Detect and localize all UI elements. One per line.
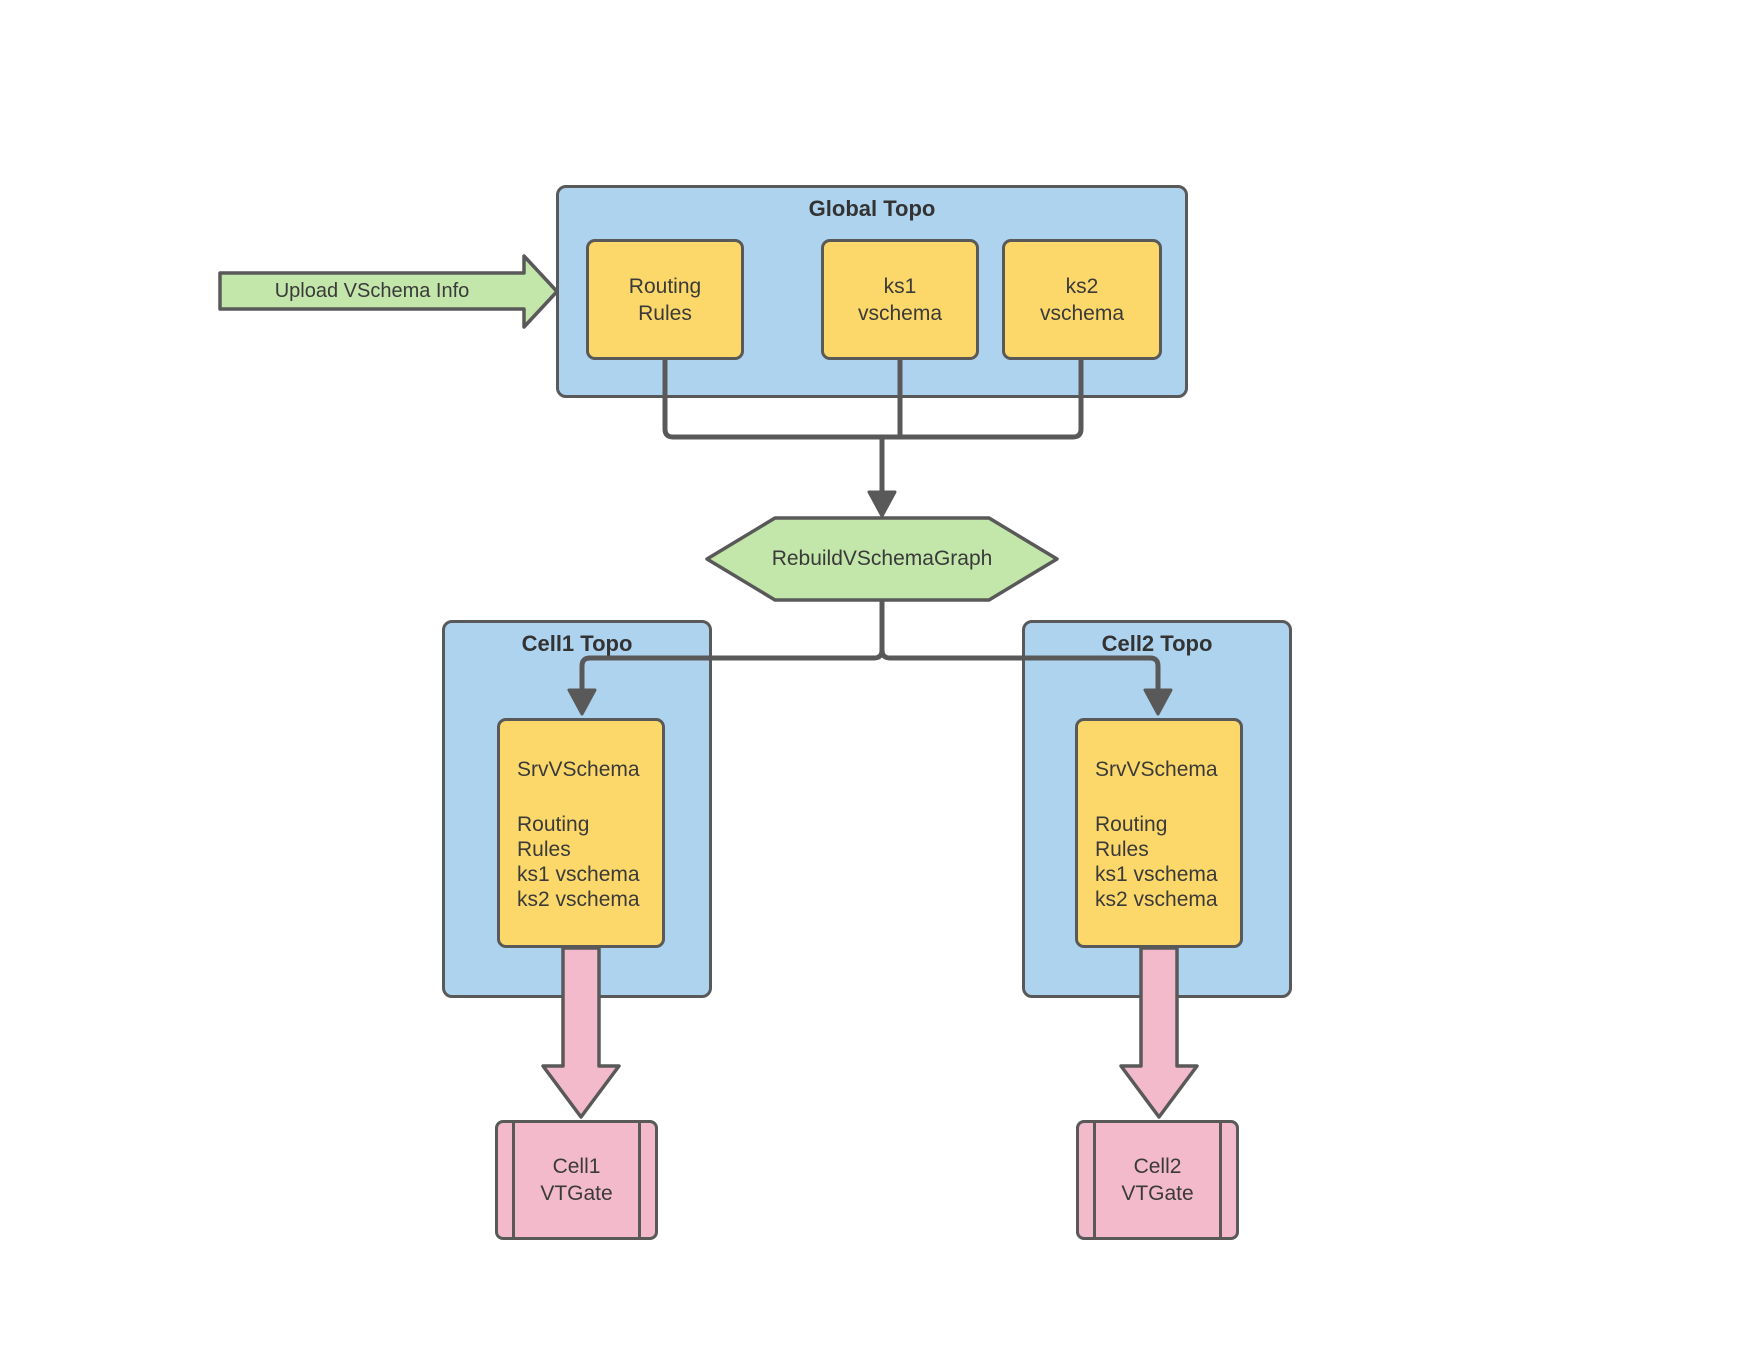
routing-rules-line2: Rules bbox=[638, 301, 692, 325]
cell2-vtgate-line2: VTGate bbox=[1121, 1182, 1194, 1205]
cell1-vtgate-left-bar bbox=[512, 1123, 515, 1237]
global-topo-title: Global Topo bbox=[808, 196, 936, 221]
upload-arrow-label: Upload VSchema Info bbox=[274, 279, 470, 302]
cell1-vtgate-arrow bbox=[541, 946, 621, 1119]
cell1-srv-item-ks2: ks2 vschema bbox=[517, 888, 640, 911]
cell2-vtgate-right-bar bbox=[1219, 1123, 1222, 1237]
cell1-srv-item-ks1: ks1 vschema bbox=[517, 863, 640, 886]
cell2-srv-item-ks1: ks1 vschema bbox=[1095, 863, 1218, 886]
cell1-srv-item-routing-rules: Routing Rules bbox=[517, 813, 590, 861]
rebuild-hexagon-label: RebuildVSchemaGraph bbox=[771, 547, 993, 570]
upload-arrow-shape bbox=[218, 254, 559, 329]
ks1-line2: vschema bbox=[857, 301, 943, 325]
rebuild-hexagon-shape bbox=[705, 516, 1059, 602]
arrowhead-into-cell2-srv bbox=[1143, 688, 1173, 716]
cell2-srv-item-routing-rules: Routing Rules bbox=[1095, 813, 1168, 861]
cell1-vtgate-line2: VTGate bbox=[540, 1182, 613, 1205]
cell1-topo-title: Cell1 Topo bbox=[521, 631, 633, 656]
cell2-vtgate-box: Cell2 VTGate bbox=[1076, 1120, 1239, 1240]
cell1-srv-heading: SrvVSchema bbox=[517, 758, 640, 781]
cell1-vtgate-line1: Cell1 bbox=[552, 1155, 601, 1178]
connector-global-merge-bar bbox=[662, 360, 1084, 440]
cell2-topo-title: Cell2 Topo bbox=[1101, 631, 1213, 656]
arrowhead-into-rebuild bbox=[867, 490, 897, 518]
cell1-srvvschema-node: SrvVSchema Routing Rules ks1 vschema ks2… bbox=[497, 718, 665, 948]
routing-rules-line1: Routing bbox=[628, 274, 702, 298]
ks2-line2: vschema bbox=[1039, 301, 1125, 325]
arrowhead-into-cell1-srv bbox=[567, 688, 597, 716]
ks1-line1: ks1 bbox=[883, 274, 917, 298]
ks2-vschema-node: ks2 vschema bbox=[1002, 239, 1162, 360]
cell2-srv-heading: SrvVSchema bbox=[1095, 758, 1218, 781]
routing-rules-node: Routing Rules bbox=[586, 239, 744, 360]
cell1-vtgate-right-bar bbox=[638, 1123, 641, 1237]
ks1-vschema-node: ks1 vschema bbox=[821, 239, 979, 360]
cell1-vtgate-box: Cell1 VTGate bbox=[495, 1120, 658, 1240]
ks2-line1: ks2 bbox=[1065, 274, 1099, 298]
cell2-srvvschema-node: SrvVSchema Routing Rules ks1 vschema ks2… bbox=[1075, 718, 1243, 948]
connector-rebuild-to-cell2 bbox=[879, 600, 1161, 692]
cell2-vtgate-left-bar bbox=[1093, 1123, 1096, 1237]
cell2-srv-item-ks2: ks2 vschema bbox=[1095, 888, 1218, 911]
cell2-vtgate-line1: Cell2 bbox=[1133, 1155, 1182, 1178]
cell2-vtgate-arrow bbox=[1119, 946, 1199, 1119]
